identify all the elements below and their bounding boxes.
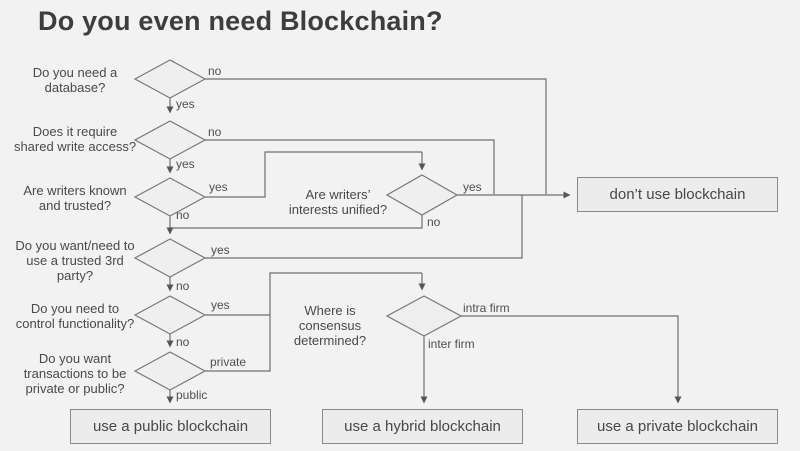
decision-consensus-diamond [385,295,463,337]
page-title: Do you even need Blockchain? [38,6,443,36]
edge-writers-known-yes [205,151,422,198]
decision-private-public-diamond [133,351,207,391]
question-shared-write: Does it require shared write access? [13,124,137,154]
question-functionality: Do you need to control functionality? [15,301,135,331]
decision-third-party-diamond [133,238,207,278]
branch-label-interests-no: no [427,215,441,229]
branch-label-private: private [210,355,247,369]
branch-label-functionality-yes: yes [211,298,230,312]
branch-label-third-party-no: no [176,279,190,293]
edge-database-no [205,78,547,194]
decision-database-diamond [133,59,207,99]
branch-label-consensus-intra: intra firm [463,301,510,315]
question-third-party: Do you want/need to use a trusted 3rd pa… [15,238,135,283]
decision-writers-known-diamond [133,177,207,217]
branch-label-writers-known-no: no [176,208,190,222]
question-consensus: Where is consensus determined? [293,303,367,348]
outcome-public-blockchain: use a public blockchain [70,409,271,444]
edge-private-merge [205,272,422,372]
decision-functionality-diamond [133,295,207,335]
branch-label-interests-yes: yes [463,180,482,194]
branch-label-functionality-no: no [176,335,190,349]
outcome-dont-use-blockchain: don’t use blockchain [577,177,778,212]
question-database: Do you need a database? [32,65,118,95]
edge-third-party-yes [205,195,523,259]
edge-intra-firm [461,315,682,404]
branch-label-database-no: no [208,64,222,78]
branch-label-public: public [176,388,208,402]
branch-label-writers-known-yes: yes [209,180,228,194]
question-writers-known: Are writers known and trusted? [23,183,127,213]
outcome-private-blockchain: use a private blockchain [577,409,778,444]
decision-shared-write-diamond [133,120,207,160]
branch-label-shared-write-yes: yes [176,157,195,171]
branch-label-consensus-inter: inter firm [428,337,475,351]
branch-label-database-yes: yes [176,97,195,111]
outcome-hybrid-blockchain: use a hybrid blockchain [322,409,523,444]
edge-interests-no [170,215,423,229]
question-private-public: Do you want transactions to be private o… [23,351,127,396]
question-interests: Are writers’ interests unified? [288,187,388,217]
branch-label-shared-write-no: no [208,125,222,139]
edge-shared-write-no [205,139,495,194]
decision-interests-diamond [385,174,459,216]
branch-label-third-party-yes: yes [211,243,230,257]
